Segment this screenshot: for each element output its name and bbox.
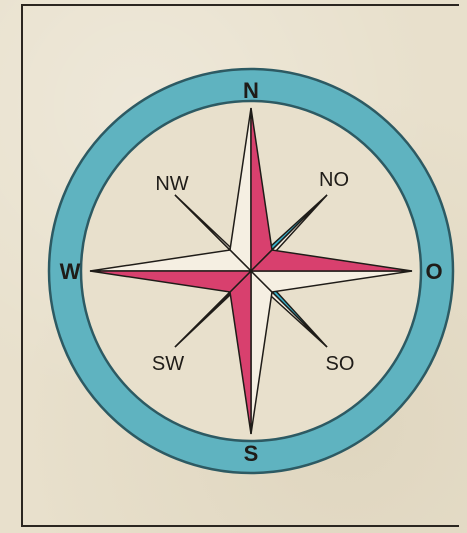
label-northwest: NW: [155, 173, 188, 195]
label-southwest: SW: [152, 353, 184, 375]
label-south: S: [244, 441, 259, 466]
label-northeast: NO: [319, 169, 349, 191]
label-west: W: [60, 259, 81, 284]
label-southeast: SO: [326, 353, 355, 375]
label-east: O: [425, 259, 442, 284]
label-north: N: [243, 78, 259, 103]
